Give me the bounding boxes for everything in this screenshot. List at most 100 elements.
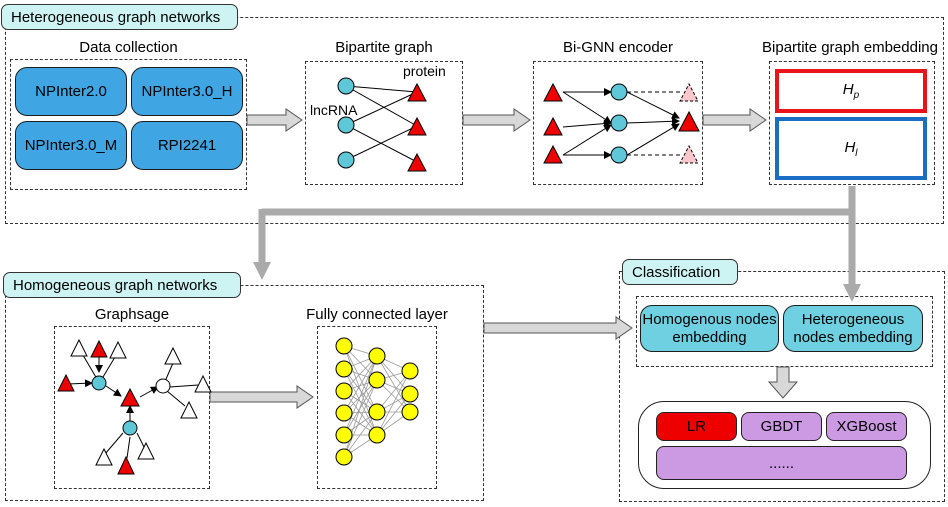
lncrna-node	[91, 375, 107, 391]
protein-label: protein	[403, 63, 446, 79]
graphsage-panel	[54, 326, 210, 489]
fc-neuron-layer-3	[401, 362, 419, 380]
model-xgboost: XGBoost	[826, 412, 907, 441]
protein-node	[407, 152, 427, 172]
protein-node	[120, 387, 140, 407]
lncrna-node	[337, 116, 355, 134]
empty-node	[95, 447, 113, 466]
fc-neuron-layer-1	[335, 404, 353, 422]
fc-neuron-layer-3	[401, 385, 419, 403]
lncrna-node	[337, 151, 355, 169]
neighbor-node	[155, 378, 171, 394]
model-lr: LR	[656, 412, 737, 441]
fc-neuron-layer-2	[368, 426, 386, 444]
fc-edge	[376, 393, 411, 436]
fc-neuron-layer-3	[401, 403, 419, 421]
graphsage-title: Graphsage	[94, 306, 170, 323]
protein-node	[90, 339, 108, 358]
bipartite-graph-title: Bipartite graph	[335, 39, 433, 56]
protein-node	[543, 116, 563, 136]
data-collection-title: Data collection	[79, 39, 178, 56]
lncrna-node	[610, 83, 628, 101]
fc-edge	[376, 355, 411, 413]
protein-node	[57, 373, 75, 392]
arrow-bipartite-to-encoder	[462, 108, 531, 132]
fc-nodes	[335, 337, 419, 466]
fc-neuron-layer-2	[368, 403, 386, 421]
fc-edge	[343, 345, 378, 413]
homogeneous-section-tag: Homogeneous graph networks	[3, 272, 241, 298]
classification-section	[619, 271, 945, 502]
arrow-homogeneous-to-classification	[483, 316, 633, 340]
fc-neuron-layer-2	[368, 347, 386, 365]
encoder-dashed-edges	[627, 91, 680, 156]
protein-node	[543, 144, 563, 164]
fc-neuron-layer-1	[335, 337, 353, 355]
arrow-encoder-to-embedding	[702, 108, 767, 132]
protein-node	[407, 116, 427, 136]
empty-node	[164, 346, 182, 365]
embedding-connector	[258, 186, 856, 284]
dataset-npinter2: NPInter2.0	[15, 67, 127, 116]
fc-neuron-layer-1	[335, 448, 353, 466]
fc-neuron-layer-1	[335, 382, 353, 400]
dataset-npinter3-m: NPInter3.0_M	[15, 121, 127, 170]
classification-section-tag: Classification	[622, 259, 738, 285]
homogeneous-section	[5, 285, 484, 501]
empty-node	[109, 340, 127, 359]
fc-edge	[376, 370, 411, 436]
protein-node	[407, 82, 427, 102]
protein-node	[543, 82, 563, 102]
hl-label: Hl	[844, 138, 858, 159]
fully-connected-panel	[317, 326, 437, 489]
fc-edge	[343, 390, 378, 436]
empty-node	[137, 441, 155, 460]
arrow-graphsage-to-fc	[209, 385, 314, 409]
lncrna-node	[610, 146, 628, 164]
fully-connected-title: Fully connected layer	[306, 306, 448, 323]
fc-neuron-layer-2	[368, 371, 386, 389]
fc-edge	[343, 379, 378, 458]
bipartite-graph	[345, 85, 418, 163]
hl-embedding-box: Hl	[775, 117, 927, 180]
embedding-panel	[769, 61, 935, 185]
connector-arrowhead-homogeneous	[253, 262, 271, 280]
bi-gnn-encoder-title: Bi-GNN encoder	[562, 39, 674, 56]
fc-neuron-layer-1	[335, 360, 353, 378]
model-more: ......	[656, 446, 907, 480]
lncrna-node	[337, 77, 355, 95]
graphsage-edges	[67, 349, 199, 459]
fc-edge	[343, 411, 378, 458]
fc-edge	[343, 368, 378, 436]
protein-neighbor-node	[679, 144, 699, 164]
embedding-title: Bipartite graph embedding	[762, 39, 938, 56]
heterogeneous-section-tag: Heterogeneous graph networks	[1, 4, 238, 30]
fc-neuron-layer-1	[335, 426, 353, 444]
homogenous-embedding-box: Homogenous nodes embedding	[640, 305, 779, 352]
dataset-npinter3-h: NPInter3.0_H	[131, 67, 243, 116]
connector-arrowhead-classification	[843, 284, 861, 302]
heterogeneous-section	[5, 17, 944, 224]
fc-edge	[343, 368, 378, 413]
fc-edge	[343, 355, 378, 436]
encoder-edges	[562, 88, 680, 159]
protein-neighbor-node	[679, 82, 699, 102]
hp-label: Hp	[842, 81, 860, 101]
lncrna-label: lncRNA	[310, 102, 358, 118]
model-gbdt: GBDT	[741, 412, 822, 441]
dataset-rpi2241: RPI2241	[131, 121, 243, 170]
fc-edge	[376, 370, 411, 413]
empty-node	[194, 374, 212, 393]
hp-embedding-box: Hp	[775, 69, 927, 113]
arrow-data-to-bipartite	[246, 108, 303, 132]
empty-node	[70, 338, 88, 357]
empty-node	[180, 400, 198, 419]
protein-target-node	[678, 110, 700, 132]
lncrna-node	[122, 420, 138, 436]
heterogeneous-embedding-box: Heterogeneous nodes embedding	[783, 305, 923, 352]
lncrna-node	[610, 114, 628, 132]
fc-edge	[343, 355, 378, 414]
protein-node	[117, 455, 135, 475]
arrow-embeddings-to-models	[767, 366, 799, 399]
